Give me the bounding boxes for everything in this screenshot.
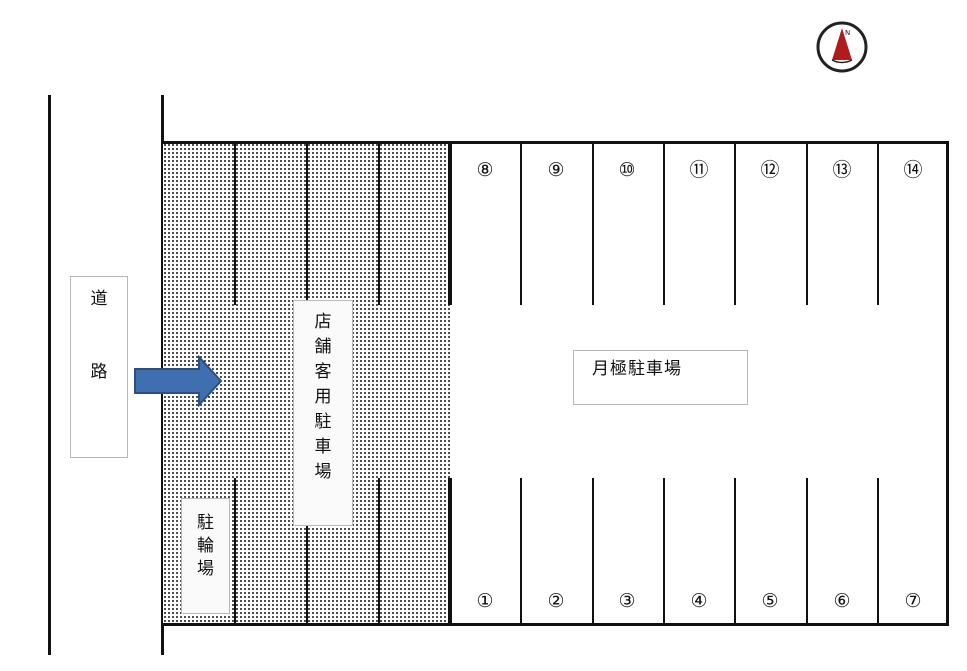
bicycle-parking-label-char: 場: [197, 559, 214, 579]
road-label: 道 路: [70, 276, 128, 458]
monthly-space-divider: [592, 143, 594, 305]
arrow-right-icon: [134, 354, 223, 408]
space-number: ④: [690, 590, 708, 612]
shop-space-divider: [234, 143, 236, 305]
monthly-space-divider: [734, 143, 736, 305]
road-edge-left: [48, 95, 51, 655]
space-number: ⑬: [832, 159, 852, 181]
space-number: ⑧: [476, 159, 494, 181]
shop-parking-label-char: 店: [314, 312, 332, 332]
monthly-space-divider: [806, 478, 808, 624]
entry-arrow: [133, 354, 225, 408]
svg-text:N: N: [845, 29, 850, 37]
bicycle-parking-label-char: 駐: [197, 513, 214, 533]
space-number: ⑩: [618, 159, 636, 181]
space-number: ⑨: [547, 159, 565, 181]
monthly-parking-label: 月極駐車場: [573, 350, 748, 405]
space-number: ⑪: [689, 159, 709, 181]
bicycle-parking-label-char: 輪: [197, 536, 214, 556]
monthly-space-divider: [520, 478, 522, 624]
shop-parking-label-char: 舗: [314, 337, 332, 357]
monthly-space-divider: [520, 143, 522, 305]
space-number: ⑦: [904, 590, 922, 612]
road-label-char: 道: [90, 289, 108, 309]
monthly-space-divider: [663, 143, 665, 305]
shop-parking-label: 店 舗 客 用 駐 車 場: [293, 300, 353, 526]
lot-right-border: [946, 141, 949, 626]
road-label-char: 路: [90, 362, 108, 382]
shop-space-divider: [306, 143, 308, 305]
shop-parking-label-char: 駐: [314, 412, 332, 432]
monthly-parking-label-text: 月極駐車場: [592, 359, 682, 379]
shop-parking-label-char: 用: [314, 387, 332, 407]
shop-space-divider: [234, 478, 236, 624]
shop-parking-label-char: 場: [314, 462, 332, 482]
monthly-space-divider: [592, 478, 594, 624]
area-separator-bottom: [448, 478, 452, 624]
north-arrow-icon: N: [816, 21, 868, 73]
space-number: ②: [547, 590, 565, 612]
space-number: ③: [618, 590, 636, 612]
lot-top-border: [161, 141, 949, 144]
lot-bottom-border: [161, 623, 949, 626]
space-number: ⑭: [903, 159, 923, 181]
bicycle-parking-label: 駐 輪 場: [181, 498, 230, 614]
space-number: ⑤: [761, 590, 779, 612]
shop-space-divider: [306, 478, 308, 624]
shop-space-divider: [378, 143, 380, 305]
monthly-space-divider: [877, 143, 879, 305]
space-number: ①: [476, 590, 494, 612]
space-number: ⑫: [760, 159, 780, 181]
monthly-space-divider: [877, 478, 879, 624]
monthly-space-divider: [734, 478, 736, 624]
monthly-space-divider: [806, 143, 808, 305]
shop-space-divider: [378, 478, 380, 624]
space-number: ⑥: [833, 590, 851, 612]
monthly-space-divider: [663, 478, 665, 624]
shop-parking-label-char: 客: [314, 362, 332, 382]
area-separator-top: [448, 143, 452, 305]
compass: N: [815, 20, 869, 74]
shop-parking-label-char: 車: [314, 437, 332, 457]
